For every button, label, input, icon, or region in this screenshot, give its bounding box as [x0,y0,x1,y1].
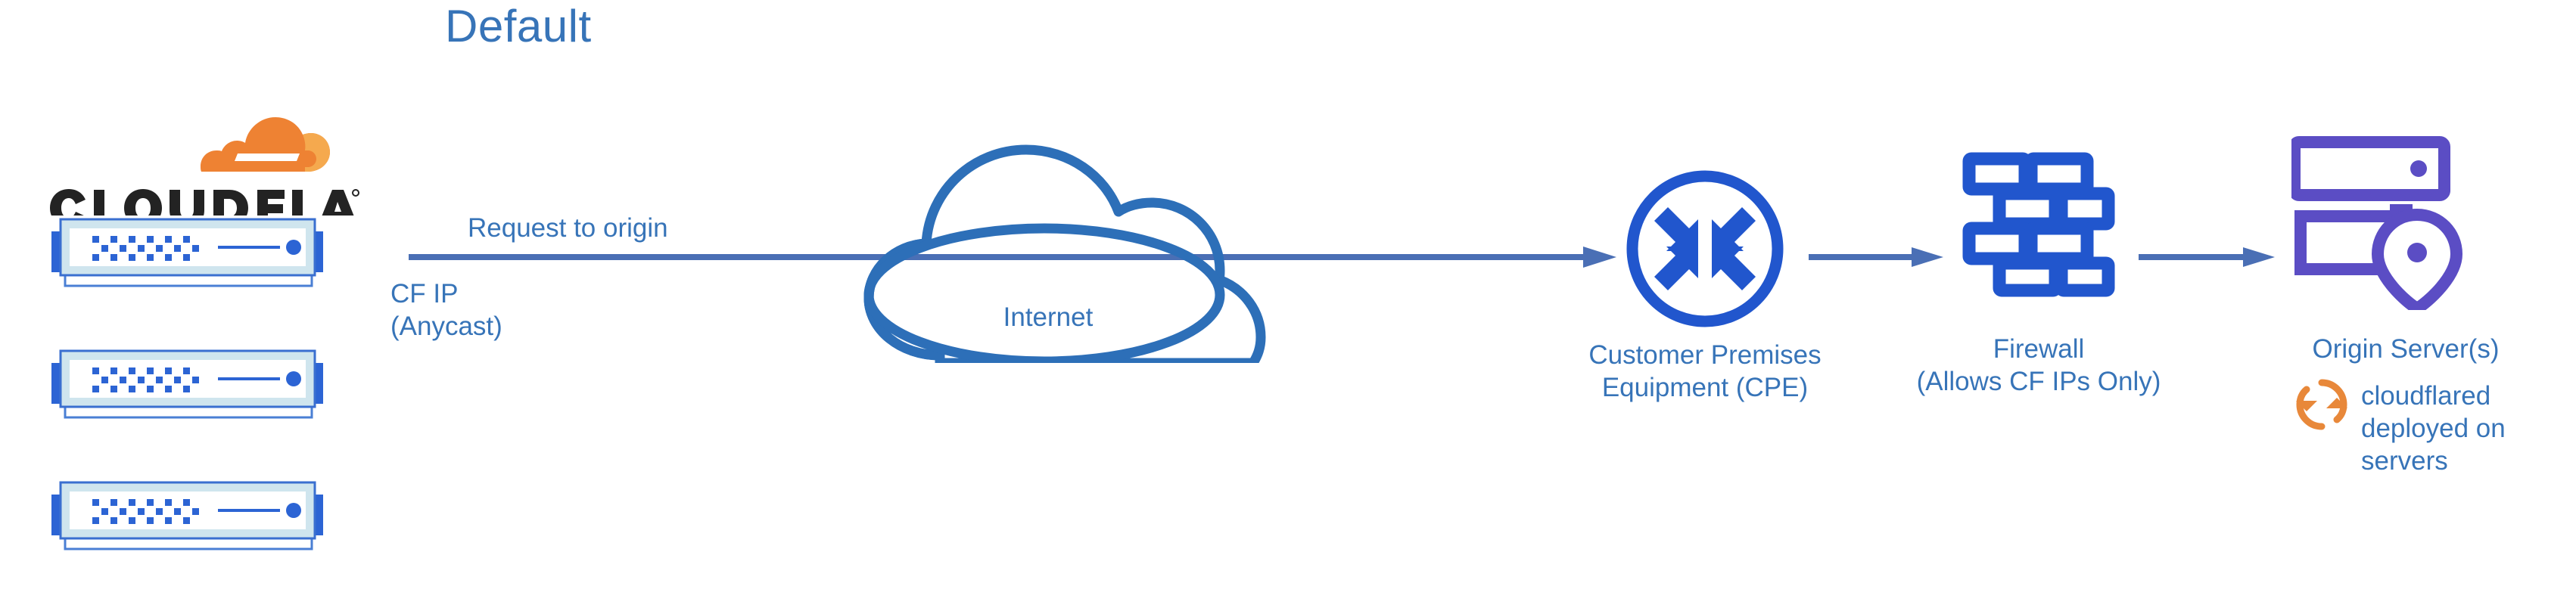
origin-server-label: Origin Server(s) [2312,334,2500,364]
cloudflared-note: cloudflared deployed on servers [2293,375,2550,477]
registered-trademark-icon [352,189,359,197]
cloudflare-logo [42,95,360,216]
cf-ip-line-2: (Anycast) [390,312,502,341]
cloudflared-text: cloudflared deployed on servers [2361,375,2550,477]
cloudflare-server-1 [30,216,344,292]
firewall-label: Firewall (Allows CF IPs Only) [1866,333,2211,398]
brick-wall-icon [1960,142,2116,298]
cpe-label-line-2: Equipment (CPE) [1601,373,1809,402]
cloudflared-line-3: servers [2361,446,2448,476]
cloudflared-line-2: deployed on [2361,414,2506,443]
page-title: Default [445,1,592,51]
cpe-label: Customer Premises Equipment (CPE) [1529,339,1881,404]
sync-refresh-icon [2293,375,2350,433]
request-to-origin-label: Request to origin [468,213,668,243]
router-icon [1621,165,1789,333]
cloudflare-wordmark [50,189,354,216]
cloudflare-server-3 [30,479,344,555]
cloud-icon [825,106,1271,363]
cloudflare-server-2 [30,348,344,423]
arrow-cpe-to-firewall [1809,245,1945,272]
server-rack-with-location-pin-icon [2291,136,2481,310]
cloudflared-line-1: cloudflared [2361,381,2491,411]
internet-label: Internet [1003,302,1094,332]
firewall-label-line-2: (Allows CF IPs Only) [1916,367,2161,396]
cloudflare-cloud-mark [201,117,330,172]
arrow-edge-to-cpe [409,243,1619,274]
firewall-label-line-1: Firewall [1993,334,2085,364]
cpe-label-line-1: Customer Premises [1588,340,1822,370]
cf-ip-anycast-label: CF IP (Anycast) [390,278,502,343]
arrow-firewall-to-origin [2139,245,2276,272]
cf-ip-line-1: CF IP [390,279,459,309]
